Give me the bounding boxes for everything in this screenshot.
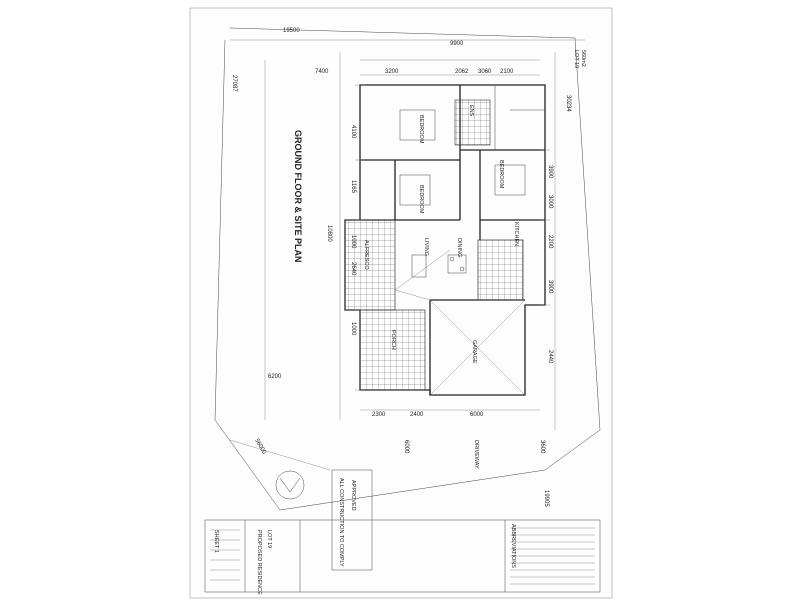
plan-title: GROUND FLOOR & SITE PLAN (293, 130, 303, 263)
dim-side-right: 2440 (547, 350, 553, 364)
room-label: BEDROOM (418, 185, 424, 214)
dim-ticks (355, 84, 550, 391)
tiled-kitchen (477, 239, 524, 301)
dim-side-right: 3900 (547, 280, 553, 294)
room-label: DRIVEWAY (473, 440, 479, 469)
dim-side-right: 2200 (547, 235, 553, 249)
paper-border (189, 7, 613, 599)
dim-bottom-row: 2400 (410, 412, 424, 418)
tiled-alfresco (344, 219, 396, 311)
north-arrow-circle (275, 470, 305, 500)
dim-top-row: 2100 (500, 69, 514, 75)
lot-area: 560m2 (580, 50, 586, 67)
porch-diag (394, 249, 451, 291)
bed (399, 174, 431, 206)
dim-top-row: 2062 (455, 69, 469, 75)
boundary-bottom-right-label: 19905 (543, 490, 549, 507)
dim-side-right: 3000 (547, 195, 553, 209)
construction-note: ALL CONSTRUCTION TO COMPLY (338, 478, 344, 567)
title-block-client: PROPOSED RESIDENCE (256, 530, 262, 595)
dim-setback-left: 6000 (403, 440, 409, 454)
dim-top-row: 3060 (478, 69, 492, 75)
dim-side-right: 3900 (547, 165, 553, 179)
boundary-left-label: 27087 (231, 75, 237, 92)
dim-side-left: 2640 (350, 262, 356, 276)
dim-setback-bottom: 3600 (539, 440, 545, 454)
dim-top-row: 3200 (385, 69, 399, 75)
room-label: PORCH (390, 330, 396, 350)
room-label: ALFRESCO (363, 240, 369, 270)
room-label: BEDROOM (418, 115, 424, 144)
dim-left-offset: 7400 (315, 69, 329, 75)
dim-side-left: 1000 (350, 322, 356, 336)
room-label: GARAGE (471, 340, 477, 364)
boundary-diag-right-label: 30234 (565, 95, 571, 112)
chair (459, 266, 465, 272)
bed (399, 109, 436, 141)
dim-side-left: 6200 (268, 374, 282, 380)
room-label: DINING (456, 238, 462, 257)
dim-bottom-row: 2300 (372, 412, 386, 418)
tiled-ensuite (454, 99, 491, 146)
approval-stamp: APPROVED (350, 480, 356, 511)
dim-bottom-row: 6000 (470, 412, 484, 418)
dim-overall-height: 10800 (326, 225, 332, 242)
title-block-lot: LOT 19 (266, 530, 272, 548)
dim-side-left: 1165 (350, 180, 356, 194)
tiled-porch (359, 309, 426, 391)
notes-lines (210, 527, 595, 585)
dim-side-left: 1000 (350, 235, 356, 249)
dim-top-overall: 9900 (450, 41, 464, 47)
abbreviations-header: ABBREVIATIONS (510, 524, 516, 568)
room-label: KITCHEN (513, 222, 519, 246)
chair (449, 256, 455, 262)
site-boundary (214, 27, 601, 511)
porch-diag (394, 289, 431, 301)
north-arrow (279, 477, 301, 493)
room-label: ENS (468, 105, 474, 117)
diag-dim-line (229, 439, 331, 471)
boundary-top-label: 19500 (283, 28, 300, 34)
title-block-sheet: SHEET 1 (213, 530, 219, 553)
dining-table (447, 254, 467, 274)
bed (494, 164, 526, 196)
room-label: LIVING (423, 238, 429, 256)
sofa (411, 254, 427, 278)
dim-side-left: 4100 (350, 125, 356, 139)
garage-diag (429, 299, 526, 396)
room-label: BEDROOM (498, 160, 504, 189)
plan-group (204, 27, 601, 593)
lot-label: LOT 19 (573, 50, 579, 68)
title-block (204, 519, 601, 593)
